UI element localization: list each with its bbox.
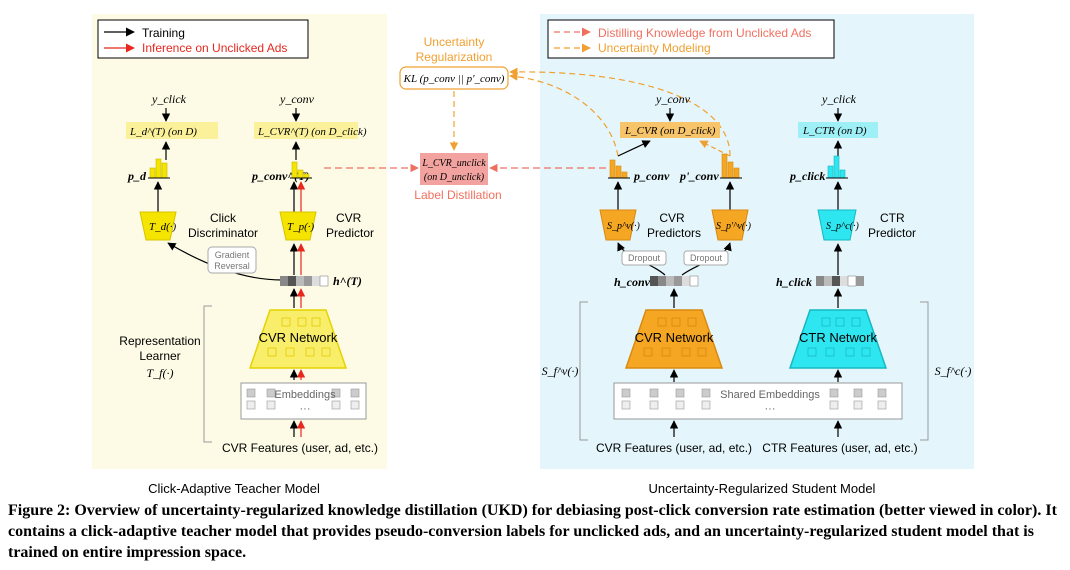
teacher-embeddings: Embeddings ··· CVR Features (user, ad, e… [222,382,378,455]
svg-text:CTR Features (user, ad, etc.): CTR Features (user, ad, etc.) [762,441,917,455]
svg-text:L_CTR (on D): L_CTR (on D) [802,125,867,137]
rep-learner-1: Representation [119,334,200,348]
y-conv-label: y_conv [279,92,315,106]
uncertainty-regularization: Uncertainty Regularization KL (p_conv ||… [399,35,509,151]
teacher-legend: Training Inference on Unclicked Ads [97,19,309,59]
teacher-cvr-branch: y_conv L_CVR^(T) (on D_click) p_conv^(T)… [251,92,374,241]
svg-text:L_CVR_unclick: L_CVR_unclick [421,158,486,169]
dropout-labels: Dropout Dropout [617,242,732,276]
svg-text:S_f^c(·): S_f^c(·) [935,364,972,378]
click-disc-2: Discriminator [188,226,258,240]
svg-text:(on D_unclick): (on D_unclick) [424,172,485,183]
teacher-features: CVR Features (user, ad, etc.) [222,441,378,455]
tf-label: T_f(·) [147,366,174,380]
td-trapezoid [139,211,177,241]
svg-text:y_conv: y_conv [655,92,691,106]
student-ctr-network: CTR Network [788,309,888,382]
student-brackets: S_f^v(·) S_f^c(·) [542,301,972,441]
student-legend: Distilling Knowledge from Unclicked Ads … [547,19,835,59]
legend-distill: Distilling Knowledge from Unclicked Ads [598,26,811,40]
student-title: Uncertainty-Regularized Student Model [649,481,876,496]
svg-text:S_p^v(·): S_p^v(·) [607,221,640,232]
teacher-cvr-network: CVR Network [248,309,348,380]
student-cvr-loss: y_conv L_CVR (on D_click) [617,92,731,157]
svg-text:S_p^c(·): S_p^c(·) [826,221,859,232]
teacher-loss-cvr: L_CVR^(T) (on D_click) [257,126,367,138]
svg-text:p_click: p_click [789,169,825,183]
ukd-diagram: Training Inference on Unclicked Ads y_cl… [92,14,974,496]
svg-text:CTR Network: CTR Network [799,330,878,345]
representation-bracket: Representation Learner T_f(·) [119,305,212,443]
h-conv-vector: h_conv [614,275,699,308]
teacher-title: Click-Adaptive Teacher Model [148,481,320,496]
svg-text:Uncertainty: Uncertainty [424,35,485,49]
svg-text:Predictor: Predictor [868,226,916,240]
svg-text:h_conv: h_conv [614,275,651,289]
svg-text:Label Distillation: Label Distillation [414,188,501,202]
svg-text:Dropout: Dropout [690,253,723,263]
click-disc-1: Click [210,211,237,225]
p-d-label: p_d [127,169,147,183]
svg-text:Reversal: Reversal [214,261,250,271]
p-d-bars [148,158,170,179]
svg-text:S_p'^v(·): S_p'^v(·) [716,221,752,232]
legend-inference: Inference on Unclicked Ads [142,41,287,55]
h-t-label: h^(T) [333,274,362,288]
h-t-vector: h^(T) [280,243,362,308]
p-conv-bars: p_conv [608,159,670,183]
svg-text:y_click: y_click [821,92,857,106]
p-conv-prime-bars: p'_conv [679,153,742,183]
svg-text:Predictors: Predictors [647,226,701,240]
teacher-network-label: CVR Network [259,330,338,345]
gradient-reversal: Gradient Reversal [167,242,283,281]
student-cvr-network: CVR Network [624,309,724,382]
y-click-label: y_click [151,92,187,106]
label-distillation: L_CVR_unclick (on D_unclick) Label Disti… [324,153,606,202]
svg-text:S_f^v(·): S_f^v(·) [542,364,579,378]
teacher-emb-label: Embeddings [274,389,336,401]
svg-text:Dropout: Dropout [628,253,661,263]
svg-text:···: ··· [765,403,776,415]
tp-trapezoid [279,211,317,241]
svg-text:CVR Features (user, ad, etc.): CVR Features (user, ad, etc.) [596,441,752,455]
teacher-click-branch: y_click L_d^(T) (on D) p_d T_d(·) Click … [126,92,258,241]
legend-training: Training [142,26,185,40]
svg-text:Gradient: Gradient [215,250,250,260]
svg-text:CVR Network: CVR Network [635,330,714,345]
cvr-pred-1: CVR [336,211,362,225]
svg-text:L_CVR (on D_click): L_CVR (on D_click) [624,125,716,137]
tp-label: T_p(·) [287,221,315,233]
figure-caption: Figure 2: Overview of uncertainty-regula… [8,502,1057,561]
svg-text:CTR: CTR [880,211,905,225]
p-conv-t-bars [290,161,312,179]
svg-text:p_conv: p_conv [633,169,670,183]
cvr-pred-2: Predictor [326,226,374,240]
svg-text:Regularization: Regularization [416,50,493,64]
student-ctr-branch: y_click L_CTR (on D) p_click S_p^c(·) CT… [776,92,916,308]
kl-label: KL (p_conv || p'_conv) [403,73,505,85]
svg-text:···: ··· [300,403,311,415]
svg-text:CVR: CVR [659,211,685,225]
svg-text:p'_conv: p'_conv [679,169,719,183]
svg-text:Shared Embeddings: Shared Embeddings [720,389,820,401]
td-label: T_d(·) [149,221,177,233]
rep-learner-2: Learner [139,349,180,363]
teacher-loss-click: L_d^(T) (on D) [129,126,197,138]
shared-embeddings: Shared Embeddings ··· CVR Features (user… [596,382,918,455]
student-cvr-predictors: S_p^v(·) S_p'^v(·) CVR Predictors [599,181,752,241]
svg-text:h_click: h_click [776,275,812,289]
legend-unc: Uncertainty Modeling [598,41,711,55]
